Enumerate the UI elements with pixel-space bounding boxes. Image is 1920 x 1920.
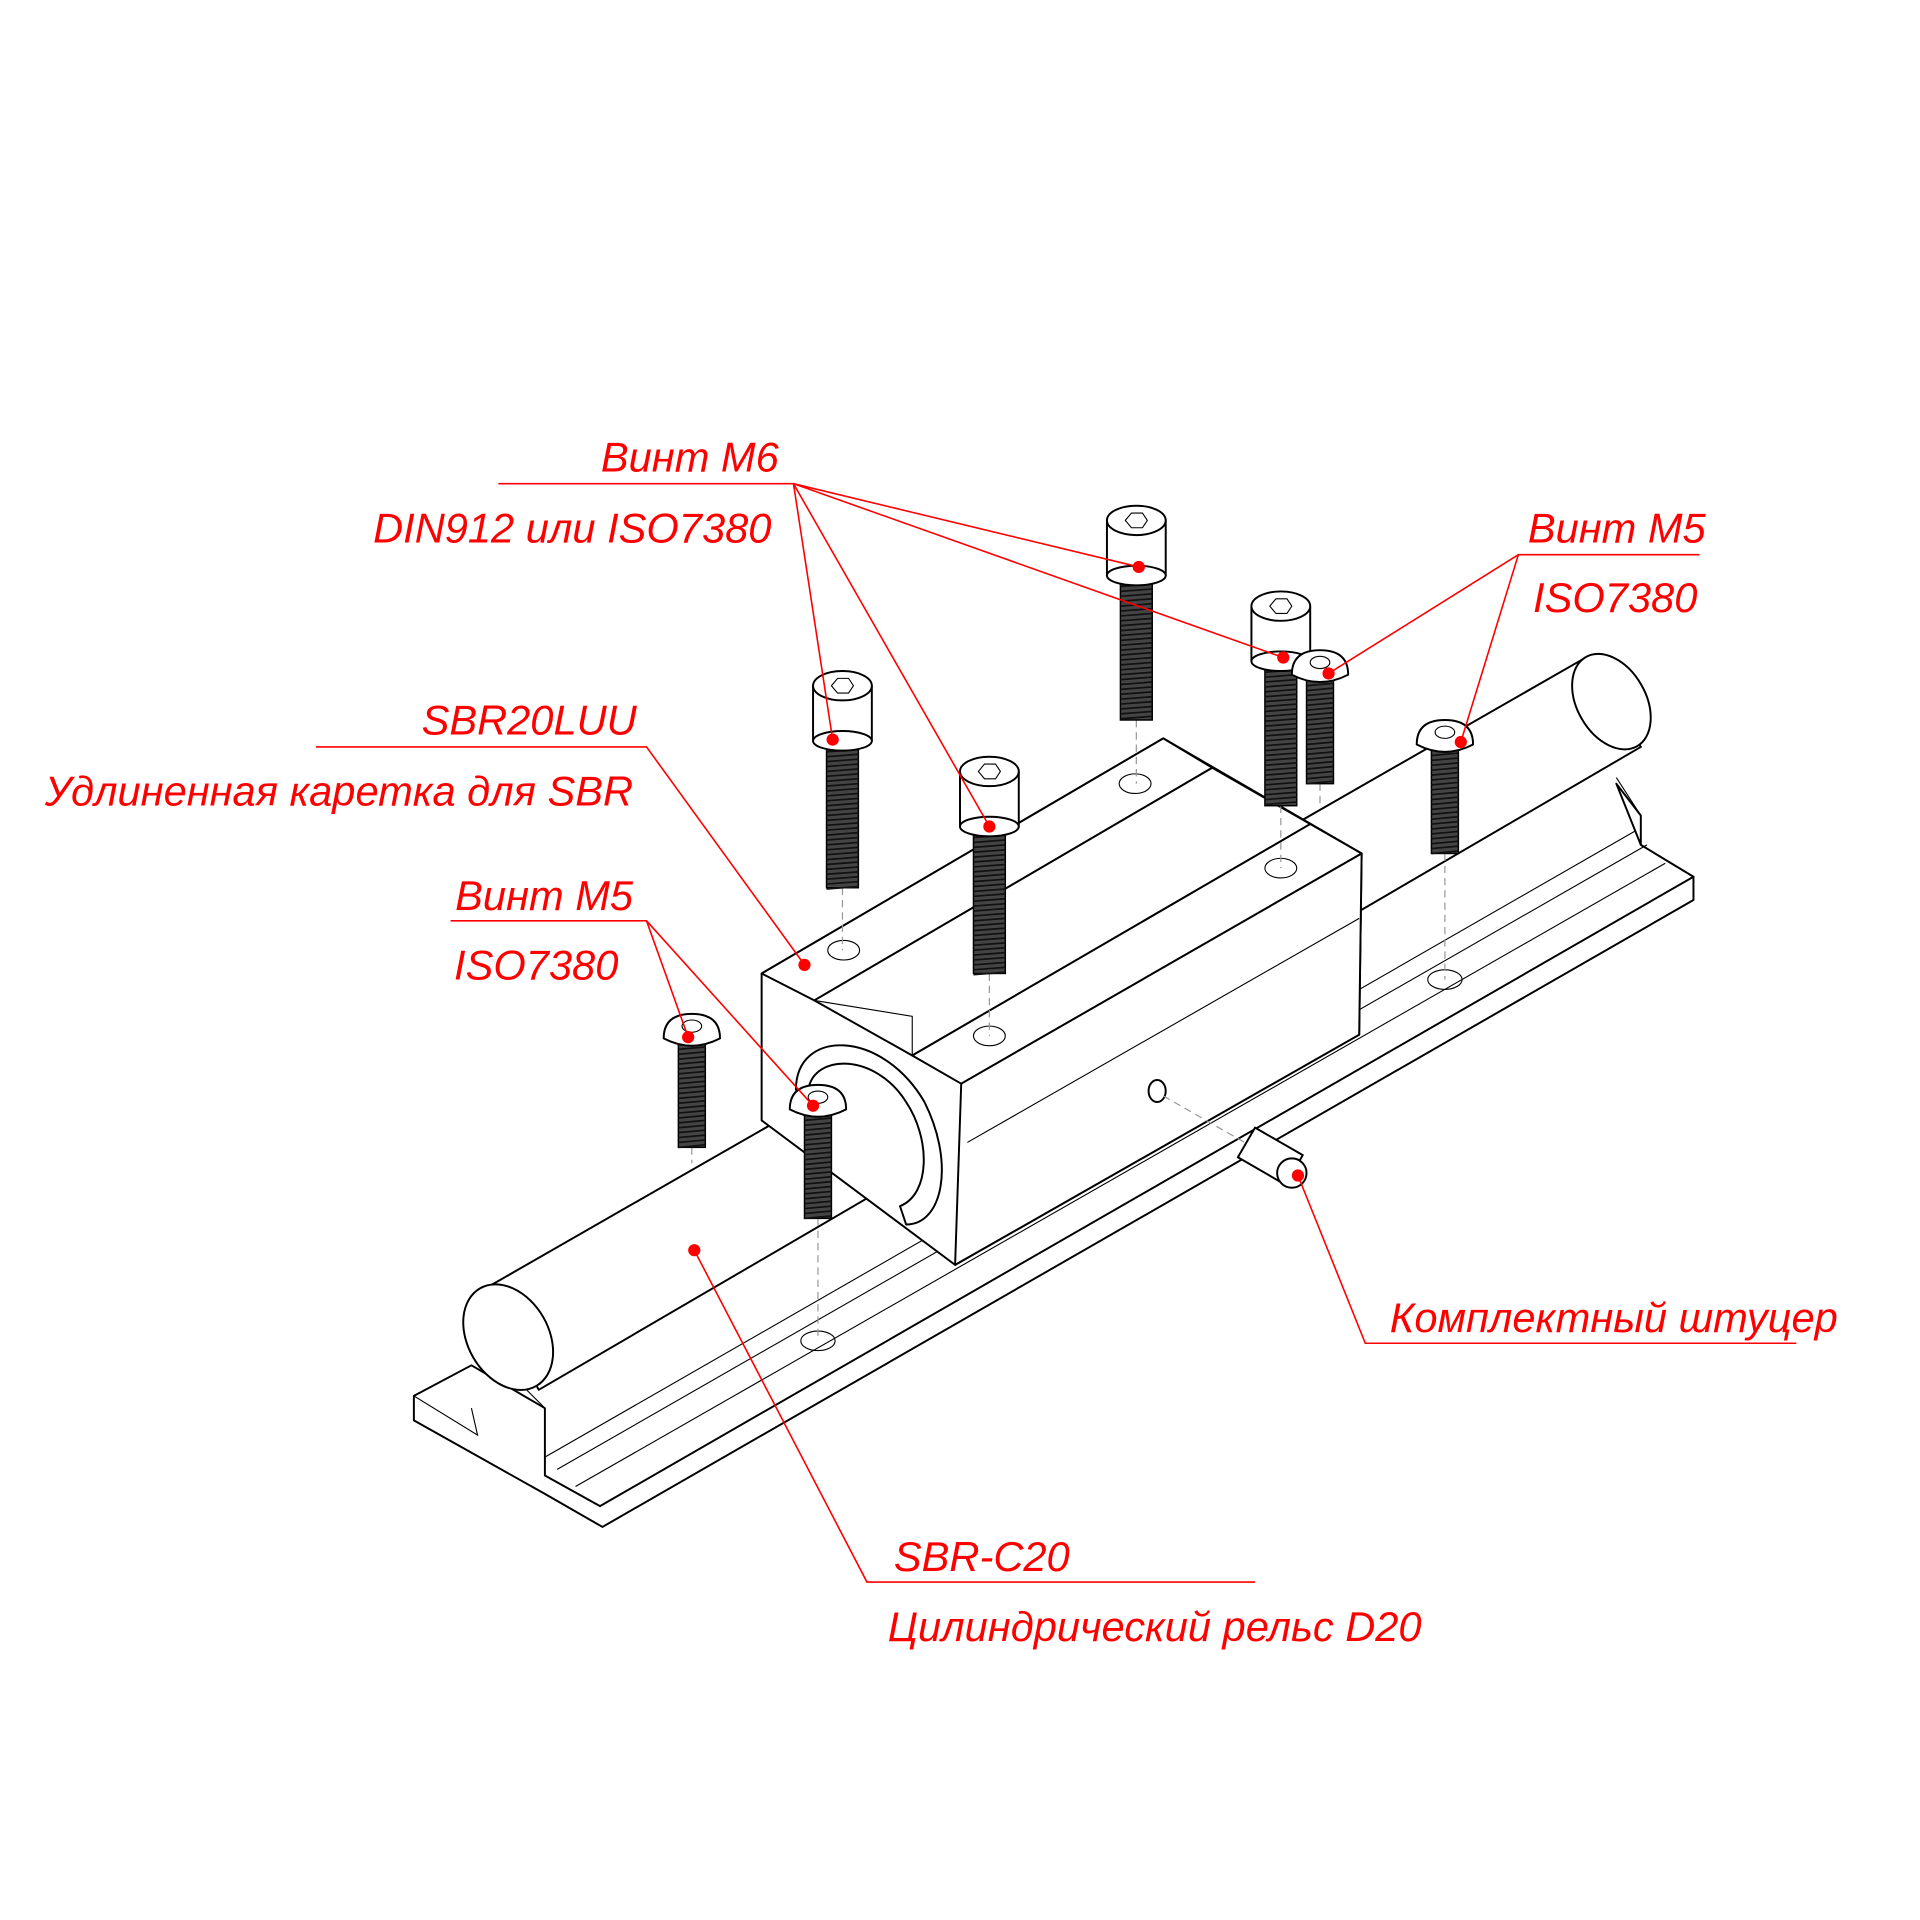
label-screw-m5-left-title: Винт М5 [455,872,634,919]
label-carriage-title: SBR20LUU [422,697,638,744]
label-screw-m5-left-spec: ISO7380 [454,942,618,989]
button-head-screw [788,1083,848,1341]
button-head-screw [1290,649,1350,809]
label-carriage-desc: Удлиненная каретка для SBR [44,768,633,815]
label-rail-desc: Цилиндрический рельс D20 [888,1603,1422,1650]
rail-base [412,777,1695,1528]
leader-dots [682,560,1467,1257]
socket-cap-screw [812,670,873,951]
button-head-screw [662,1012,721,1164]
button-head-screw [1415,719,1475,980]
leader-screw-m5-right [1328,553,1700,743]
label-screw-m5-right-spec: ISO7380 [1533,574,1697,621]
label-screw-m6-title: Винт М6 [601,433,780,480]
parts-layer [412,504,1695,1528]
label-screw-m5-right-title: Винт М5 [1528,504,1707,551]
carriage-block [760,737,1463,1352]
annotations-layer: Винт М6 DIN912 или ISO7380 Винт М5 ISO73… [44,433,1838,1649]
leader-screw-m5-left [450,920,814,1107]
label-rail-title: SBR-C20 [894,1533,1070,1580]
leader-screw-m6 [498,482,1284,827]
leader-carriage [315,746,806,966]
leader-rail [693,1249,1256,1583]
leader-fitting [1297,1175,1797,1345]
label-fitting-title: Комплектный штуцер [1390,1294,1838,1341]
label-screw-m6-spec: DIN912 или ISO7380 [373,504,771,551]
